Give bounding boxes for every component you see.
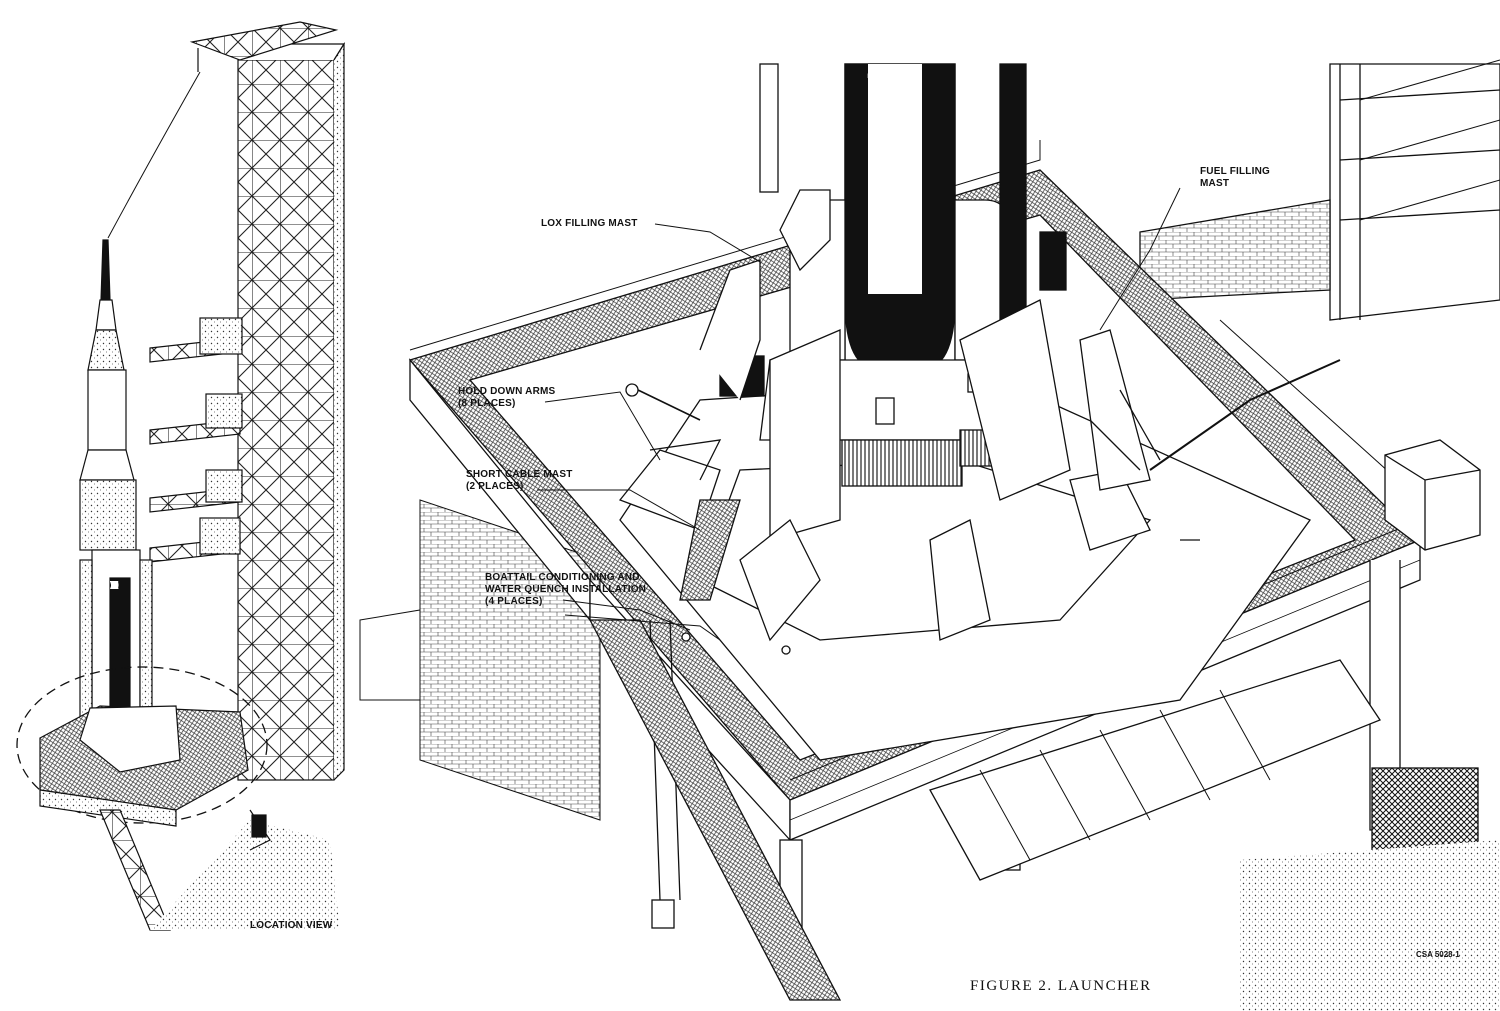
stage-letter-small: I bbox=[110, 579, 115, 592]
fuel-filling-mast-line1: FUEL FILLING bbox=[1200, 166, 1270, 177]
boattail-line2: WATER QUENCH INSTALLATION bbox=[485, 584, 647, 595]
stage-letter-small: E bbox=[110, 579, 118, 592]
short-cable-mast-line2: (2 PLACES) bbox=[466, 481, 524, 492]
stage-letter-small: D bbox=[110, 579, 120, 592]
stage-letter-small: U bbox=[110, 579, 119, 592]
fuel-filling-mast-line2: MAST bbox=[1200, 178, 1230, 189]
stage-letter: T bbox=[868, 63, 901, 126]
stage-letter: S bbox=[868, 63, 903, 126]
stage-letter-small: T bbox=[110, 579, 118, 592]
hold-down-arms-line1: HOLD DOWN ARMS bbox=[458, 386, 556, 397]
hold-down-arms-label: HOLD DOWN ARMS (8 PLACES) bbox=[458, 386, 555, 410]
hold-down-arms-line2: (8 PLACES) bbox=[458, 398, 516, 409]
stage-letter-small: S bbox=[110, 579, 118, 592]
launcher-detail-view bbox=[359, 59, 1500, 1011]
boattail-line3: (4 PLACES) bbox=[485, 596, 543, 607]
figure-caption: FIGURE 2. LAUNCHER bbox=[970, 978, 1152, 994]
boattail-label: BOATTAIL CONDITIONING AND WATER QUENCH I… bbox=[485, 572, 646, 608]
location-view-label: LOCATION VIEW bbox=[250, 920, 333, 931]
short-cable-mast-label: SHORT CABLE MAST (2 PLACES) bbox=[466, 469, 573, 493]
drawing-reference: CSA 5028-1 bbox=[1416, 950, 1460, 959]
stage-letter-small: S bbox=[110, 579, 118, 592]
stage-letter-small: T bbox=[110, 579, 118, 592]
short-cable-mast-line1: SHORT CABLE MAST bbox=[466, 469, 573, 480]
location-view-sketch bbox=[16, 21, 346, 931]
stage-letter: T bbox=[868, 63, 901, 126]
stage-letter: E bbox=[868, 63, 903, 126]
stage-letter-small: T bbox=[110, 579, 118, 592]
fuel-filling-mast-label: FUEL FILLING MAST bbox=[1200, 166, 1270, 190]
stage-letter-small: A bbox=[110, 579, 119, 592]
boattail-line1: BOATTAIL CONDITIONING AND bbox=[485, 572, 640, 583]
leader-lines bbox=[537, 187, 1181, 641]
lox-filling-mast-label: LOX FILLING MAST bbox=[541, 218, 638, 229]
stage-letter-small: N bbox=[110, 579, 120, 592]
stage-letter-small: E bbox=[110, 579, 118, 592]
stage-letter: A bbox=[868, 63, 905, 126]
